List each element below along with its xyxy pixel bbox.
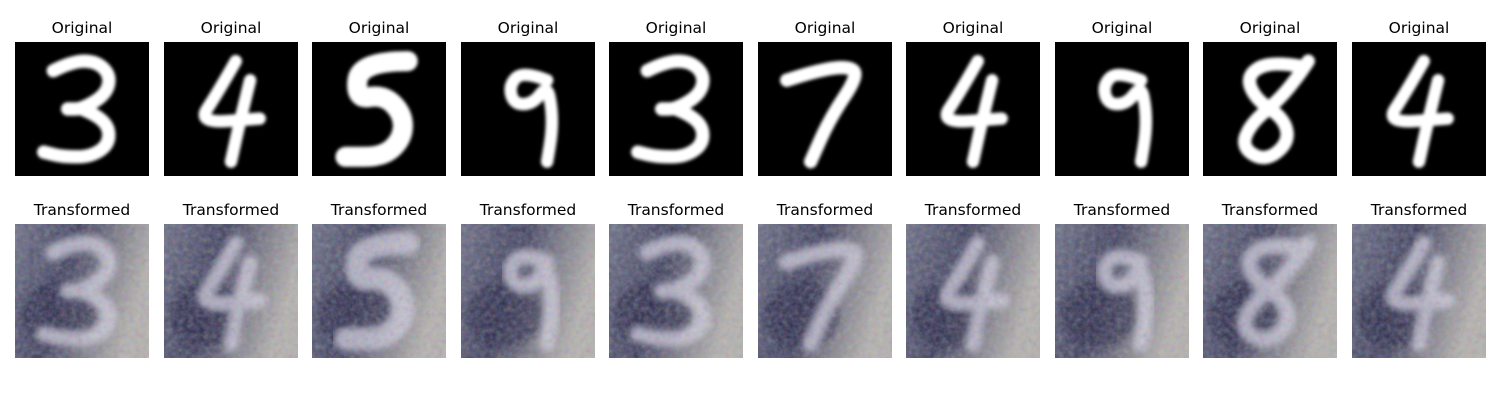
transformed-digit-image — [164, 224, 298, 358]
original-title: Original — [348, 19, 410, 37]
original-title: Original — [1239, 19, 1301, 37]
original-digit-image — [15, 42, 149, 176]
transformed-digit-image — [1352, 224, 1486, 358]
original-title: Original — [794, 19, 856, 37]
transformed-digit-image — [1055, 224, 1189, 358]
transformed-title: Transformed — [1221, 201, 1319, 219]
transformed-digit-image — [312, 224, 446, 358]
original-digit-image — [1352, 42, 1486, 176]
original-digit-image — [758, 42, 892, 176]
transformed-title: Transformed — [1073, 201, 1171, 219]
transformed-digit-image — [1203, 224, 1337, 358]
transformed-title: Transformed — [330, 201, 428, 219]
transformed-title: Transformed — [33, 201, 131, 219]
original-digit-image — [312, 42, 446, 176]
original-digit-image — [1203, 42, 1337, 176]
transformed-title: Transformed — [627, 201, 725, 219]
transformed-digit-image — [15, 224, 149, 358]
transformed-digit-image — [461, 224, 595, 358]
original-digit-image — [461, 42, 595, 176]
transformed-digit-image — [609, 224, 743, 358]
transformed-title: Transformed — [776, 201, 874, 219]
original-title: Original — [51, 19, 113, 37]
original-title: Original — [645, 19, 707, 37]
original-digit-image — [609, 42, 743, 176]
original-digit-image — [1055, 42, 1189, 176]
original-title: Original — [200, 19, 262, 37]
transformed-title: Transformed — [182, 201, 280, 219]
transformed-digit-image — [906, 224, 1040, 358]
transformed-title: Transformed — [1370, 201, 1468, 219]
transformed-title: Transformed — [479, 201, 577, 219]
transformed-title: Transformed — [924, 201, 1022, 219]
original-title: Original — [1388, 19, 1450, 37]
original-digit-image — [164, 42, 298, 176]
original-title: Original — [1091, 19, 1153, 37]
original-digit-image — [906, 42, 1040, 176]
original-title: Original — [942, 19, 1004, 37]
original-title: Original — [497, 19, 559, 37]
transformed-digit-image — [758, 224, 892, 358]
